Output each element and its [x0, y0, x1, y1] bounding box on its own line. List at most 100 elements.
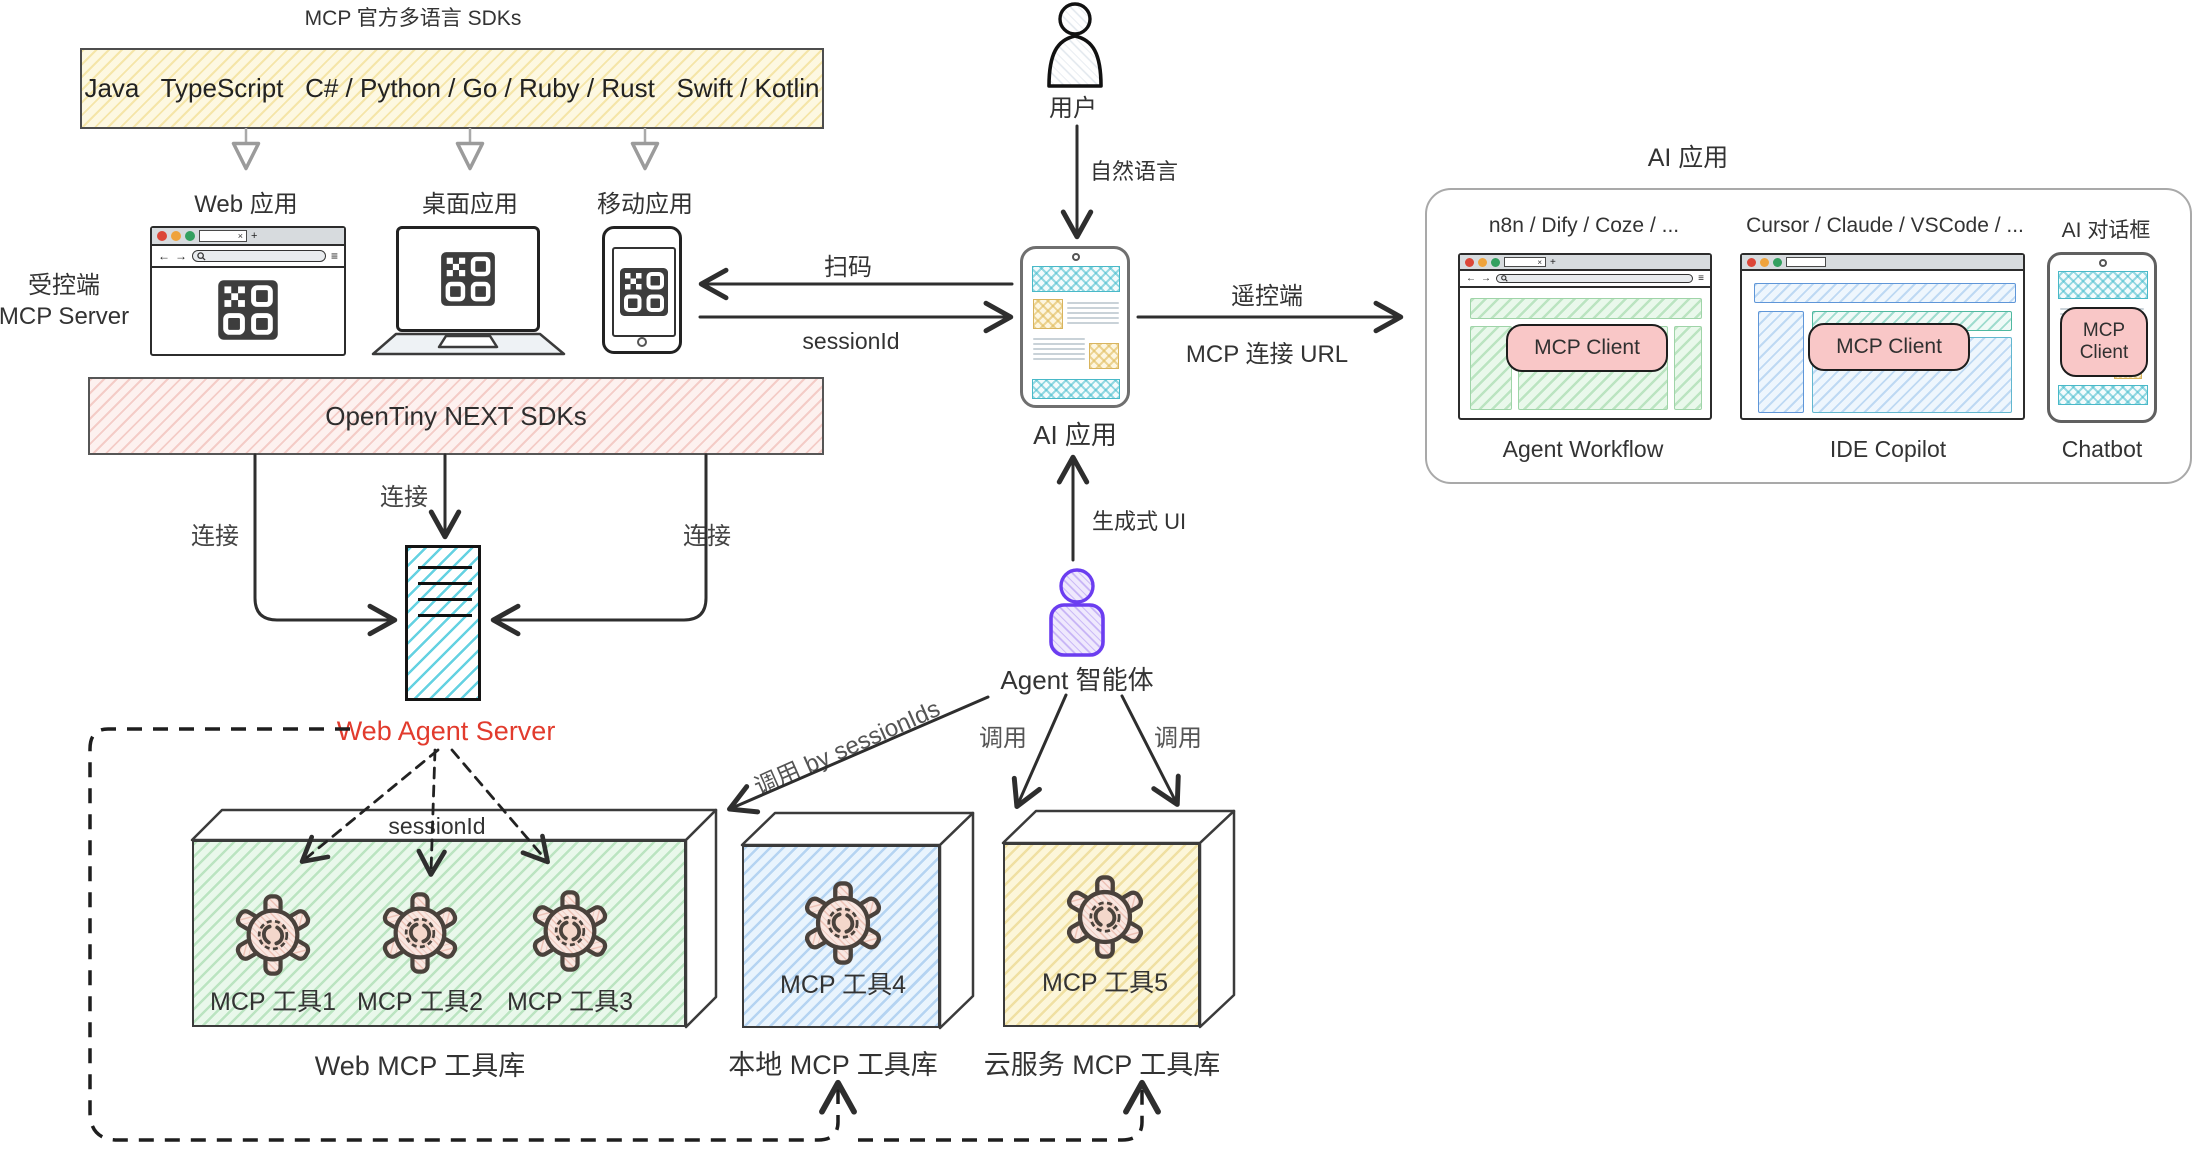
agent-figure	[1044, 568, 1110, 658]
traffic-red-icon	[1747, 257, 1756, 267]
sessionid-label: sessionId	[802, 328, 900, 354]
ai-app-phone	[1020, 246, 1130, 408]
browser-tabbar: × +	[152, 228, 344, 246]
phone-camera-icon	[2099, 259, 2107, 267]
opentiny-sdk-bar: OpenTiny NEXT SDKs	[88, 377, 824, 455]
ide-tab	[1786, 257, 1826, 267]
forward-icon: →	[175, 249, 187, 263]
new-tab-icon: +	[251, 230, 258, 242]
web-agent-server-icon	[405, 545, 481, 701]
workflow-header: n8n / Dify / Coze / ...	[1488, 214, 1680, 237]
tool3-label: MCP 工具3	[507, 988, 633, 1016]
controlled-side-line2: MCP Server	[0, 303, 130, 330]
tab-close-icon: ×	[1537, 257, 1542, 267]
workflow-caption: Agent Workflow	[1502, 436, 1664, 462]
phone-image-block	[1033, 299, 1063, 329]
tool1-label: MCP 工具1	[210, 988, 336, 1016]
address-bar	[192, 250, 326, 262]
browser-tabbar: × +	[1460, 255, 1710, 271]
search-icon	[1501, 275, 1508, 282]
tool4-label: MCP 工具4	[780, 971, 906, 999]
forward-icon: →	[1481, 273, 1491, 284]
phone-image-block	[1089, 343, 1119, 369]
traffic-red-icon	[1465, 257, 1474, 267]
tool2-label: MCP 工具2	[357, 988, 483, 1016]
user-label: 用户	[1049, 95, 1097, 122]
qr-code-icon	[440, 251, 496, 307]
new-tab-icon: +	[1550, 256, 1556, 268]
mcp-client-pill: MCP Client	[1808, 323, 1970, 371]
mcp-client-pill: MCP Client	[1506, 324, 1668, 372]
scan-label: 扫码	[824, 254, 872, 281]
browser-urlbar: ← → ≡	[152, 246, 344, 268]
back-icon: ←	[1466, 273, 1476, 284]
menu-icon: ≡	[1698, 273, 1704, 284]
address-bar	[1496, 274, 1694, 283]
traffic-orange-icon	[171, 231, 181, 241]
tab-close-icon: ×	[237, 231, 243, 241]
chatbot-phone: MCP Client	[2047, 252, 2157, 423]
web-agent-server-label: Web Agent Server	[336, 716, 556, 746]
workflow-block	[1674, 326, 1702, 410]
ide-caption: IDE Copilot	[1829, 436, 1947, 462]
phone-footer-block	[1032, 379, 1120, 399]
sdk-languages-text: Java TypeScript C# / Python / Go / Ruby …	[84, 73, 820, 103]
ai-apps-title: AI 应用	[1647, 144, 1729, 172]
chat-footer-block	[2058, 385, 2148, 405]
traffic-red-icon	[157, 231, 167, 241]
qr-code-icon	[619, 267, 669, 317]
gear-icon	[231, 893, 315, 977]
mcp-client-label: MCP Client	[2079, 320, 2129, 363]
mcp-url-label: MCP 连接 URL	[1185, 341, 1349, 368]
green-box-sessionid-label: sessionId	[388, 813, 486, 839]
chatbot-caption: Chatbot	[2061, 436, 2143, 462]
ide-sidebar-block	[1758, 311, 1804, 413]
chat-header-block	[2058, 271, 2148, 299]
qr-code-icon	[217, 279, 279, 341]
web-app-browser: × + ← → ≡	[150, 226, 346, 356]
ide-content: MCP Client	[1742, 271, 2023, 417]
chatbot-header: AI 对话框	[2061, 219, 2151, 242]
traffic-green-icon	[1491, 257, 1500, 267]
ai-phone-label: AI 应用	[1033, 420, 1117, 450]
phone-screen	[612, 247, 676, 337]
controlled-side-label: 受控端 MCP Server	[0, 270, 129, 332]
server-slot-line	[418, 566, 472, 569]
browser-tab: ×	[1504, 257, 1546, 267]
connect-label-left: 连接	[191, 523, 239, 550]
traffic-green-icon	[1773, 257, 1782, 267]
cloud-tools-box	[1003, 843, 1200, 1027]
browser-tab: ×	[199, 230, 247, 242]
ide-block	[1754, 283, 2016, 303]
phone-header-block	[1032, 266, 1120, 292]
menu-icon: ≡	[330, 249, 338, 263]
mcp-client-label: MCP Client	[1836, 335, 1942, 358]
ide-header: Cursor / Claude / VSCode / ...	[1746, 214, 2024, 237]
traffic-orange-icon	[1478, 257, 1487, 267]
mobile-app-phone	[602, 226, 682, 354]
phone-text-lines	[1067, 299, 1119, 327]
workflow-content: MCP Client	[1460, 288, 1710, 414]
workflow-block	[1470, 298, 1702, 319]
generative-ui-label: 生成式 UI	[1092, 509, 1187, 534]
tool5-label: MCP 工具5	[1042, 969, 1168, 997]
desktop-app-label: 桌面应用	[422, 191, 518, 218]
gear-icon	[800, 880, 886, 966]
sdk-section-title: MCP 官方多语言 SDKs	[304, 7, 522, 30]
desktop-app-laptop	[396, 226, 540, 332]
opentiny-sdk-label: OpenTiny NEXT SDKs	[325, 400, 587, 431]
gear-icon	[528, 889, 612, 973]
agent-label: Agent 智能体	[1000, 665, 1154, 695]
phone-text-lines	[1033, 335, 1085, 363]
traffic-green-icon	[185, 231, 195, 241]
mcp-client-label: MCP Client	[1534, 336, 1640, 359]
sdk-languages-box: Java TypeScript C# / Python / Go / Ruby …	[80, 48, 824, 129]
search-icon	[197, 251, 206, 261]
traffic-orange-icon	[1760, 257, 1769, 267]
server-slot-line	[418, 598, 472, 601]
remote-side-label: 遥控端	[1231, 283, 1303, 310]
user-figure	[1040, 2, 1110, 90]
workflow-block	[1470, 326, 1512, 410]
ide-copilot-window: MCP Client	[1740, 253, 2025, 420]
